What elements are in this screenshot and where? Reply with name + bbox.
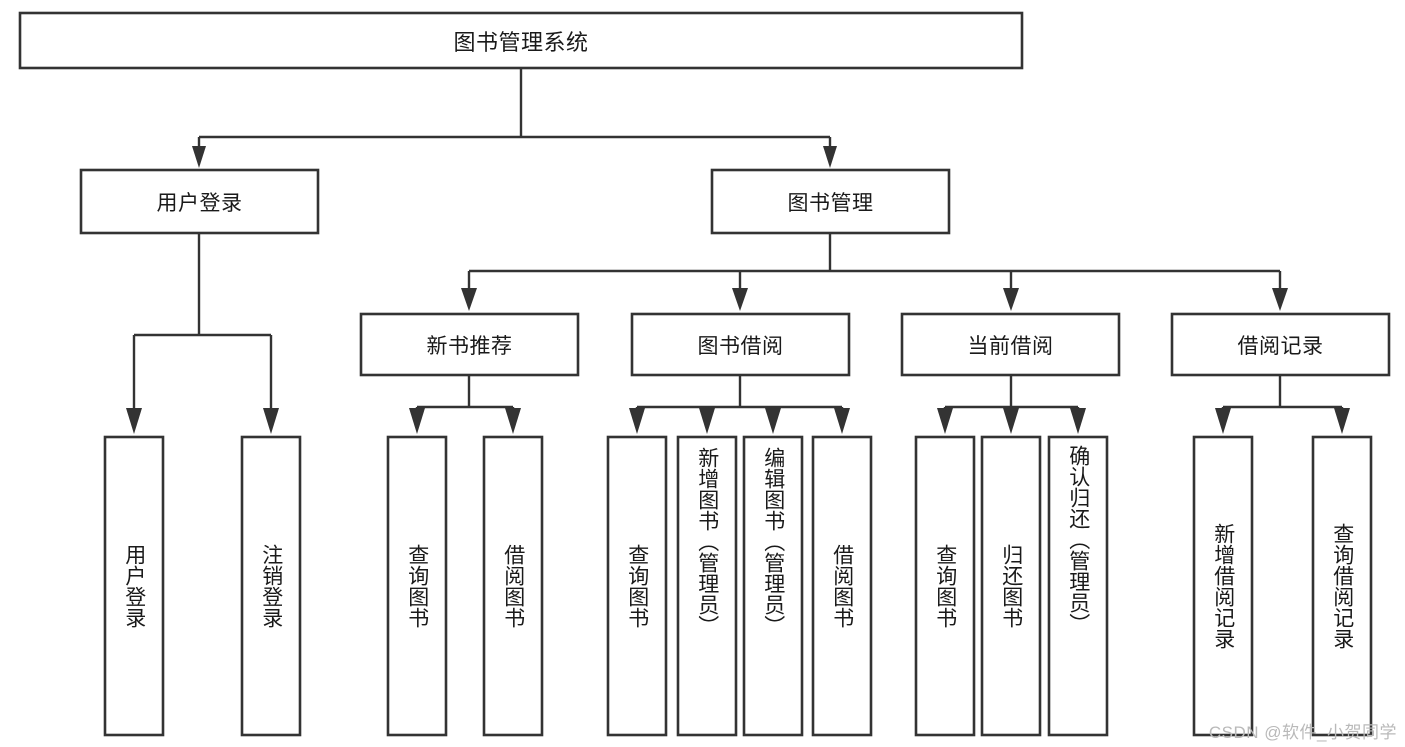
node-box-book-manage[interactable] xyxy=(710,168,951,235)
arrow-head-leaf-book-borrow-3 xyxy=(765,408,781,434)
node-box-leaf-new-book-2[interactable] xyxy=(482,435,544,737)
arrow-head-level2-4 xyxy=(1272,288,1288,311)
node-box-user-login[interactable] xyxy=(79,168,320,235)
node-box-leaf-current-borrow-1[interactable] xyxy=(914,435,976,737)
arrow-head-leaf-book-borrow-4 xyxy=(834,408,850,434)
arrow-head-leaf-new-book-1 xyxy=(409,408,425,434)
node-box-leaf-book-borrow-3[interactable] xyxy=(742,435,804,737)
node-box-book-borrow[interactable] xyxy=(630,312,851,377)
arrow-head-leaf-borrow-record-1 xyxy=(1215,408,1231,434)
arrow-head-leaf-current-borrow-2 xyxy=(1003,408,1019,434)
arrow-head-user-login xyxy=(192,146,206,168)
node-box-leaf-borrow-record-2[interactable] xyxy=(1311,435,1373,737)
arrow-head-leaf-user-login-2 xyxy=(263,408,279,434)
node-box-leaf-book-borrow-4[interactable] xyxy=(811,435,873,737)
arrow-head-leaf-book-borrow-2 xyxy=(699,408,715,434)
arrow-head-level2-1 xyxy=(461,288,477,311)
arrow-head-leaf-current-borrow-3 xyxy=(1070,408,1086,434)
csdn-watermark: CSDN @软件_小贺同学 xyxy=(1208,723,1397,742)
arrow-head-leaf-current-borrow-1 xyxy=(937,408,953,434)
arrow-head-book-manage xyxy=(823,146,837,168)
node-box-borrow-record[interactable] xyxy=(1170,312,1391,377)
arrow-head-leaf-book-borrow-1 xyxy=(629,408,645,434)
arrow-head-level2-2 xyxy=(732,288,748,311)
node-box-new-book-recommend[interactable] xyxy=(359,312,580,377)
node-box-leaf-borrow-record-1[interactable] xyxy=(1192,435,1254,737)
node-box-current-borrow[interactable] xyxy=(900,312,1121,377)
node-box-leaf-book-borrow-1[interactable] xyxy=(606,435,668,737)
arrow-head-leaf-borrow-record-2 xyxy=(1334,408,1350,434)
node-box-leaf-user-login-1[interactable] xyxy=(103,435,165,737)
arrow-head-level2-3 xyxy=(1003,288,1019,311)
node-box-leaf-user-login-2[interactable] xyxy=(240,435,302,737)
node-box-leaf-book-borrow-2[interactable] xyxy=(676,435,738,737)
node-box-leaf-current-borrow-3[interactable] xyxy=(1047,435,1109,737)
arrow-head-leaf-new-book-2 xyxy=(505,408,521,434)
arrow-head-leaf-user-login-1 xyxy=(126,408,142,434)
node-box-leaf-current-borrow-2[interactable] xyxy=(980,435,1042,737)
node-box-leaf-new-book-1[interactable] xyxy=(386,435,448,737)
node-box-root[interactable] xyxy=(18,11,1024,70)
